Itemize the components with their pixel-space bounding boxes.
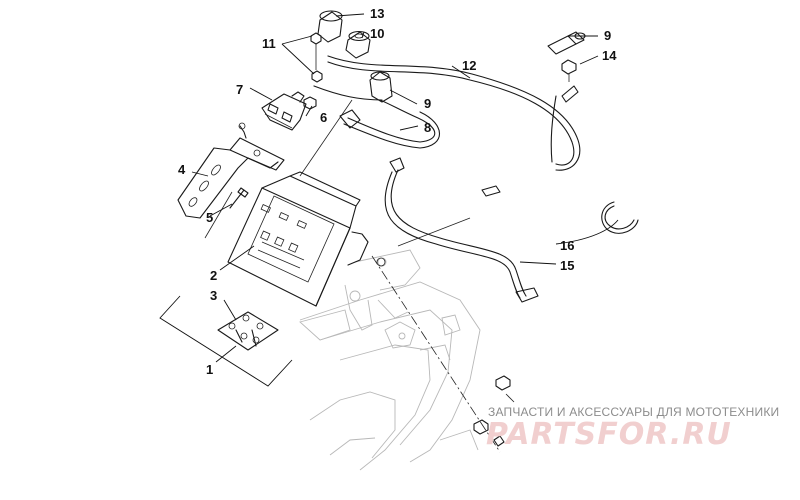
callout-16: 16 (560, 238, 574, 253)
terminal-nut-11 (310, 32, 323, 83)
callout-13: 13 (370, 6, 384, 21)
fuse-holder (261, 91, 307, 131)
mounting-kit-3 (217, 311, 279, 351)
callout-labels: 1 2 3 4 5 6 7 8 9 9 10 11 12 13 14 15 16 (178, 6, 617, 377)
battery-bracket (177, 122, 285, 219)
terminal-cap-10 (345, 30, 371, 59)
callout-6: 6 (320, 110, 327, 125)
battery (227, 171, 369, 307)
callout-14: 14 (602, 48, 617, 63)
callout-9-middle: 9 (424, 96, 431, 111)
callout-7: 7 (236, 82, 243, 97)
assembly-guide-lines (204, 99, 501, 453)
nut (303, 96, 317, 110)
callout-2: 2 (210, 268, 217, 283)
callout-5: 5 (206, 210, 213, 225)
terminal-bolt-14 (561, 59, 577, 82)
short-cable-8 (313, 85, 440, 149)
hardware-bolts (376, 185, 515, 447)
callout-10: 10 (370, 26, 384, 41)
callout-9-top: 9 (604, 28, 611, 43)
watermark-logo: PARTSFOR.RU (486, 417, 732, 452)
positive-cable (327, 55, 581, 171)
watermark: ЗАПЧАСТИ И АКСЕССУАРЫ ДЛЯ МОТОТЕХНИКИ PA… (486, 405, 779, 452)
callout-15: 15 (560, 258, 574, 273)
leader-lines (191, 13, 619, 363)
terminal-boot-9-middle (369, 71, 393, 103)
callout-3: 3 (210, 288, 217, 303)
kit-bracket-1 (159, 295, 293, 387)
callout-12: 12 (462, 58, 476, 73)
callout-1: 1 (206, 362, 213, 377)
bolt (229, 187, 249, 209)
terminal-boot-9-top (547, 31, 586, 55)
callout-4: 4 (178, 162, 186, 177)
callout-8: 8 (424, 120, 431, 135)
callout-11: 11 (262, 36, 276, 51)
frame-outline (299, 249, 481, 471)
clip-ring-16 (601, 201, 639, 234)
ground-cable-15 (384, 157, 539, 303)
watermark-caption: ЗАПЧАСТИ И АКСЕССУАРЫ ДЛЯ МОТОТЕХНИКИ (488, 405, 779, 419)
